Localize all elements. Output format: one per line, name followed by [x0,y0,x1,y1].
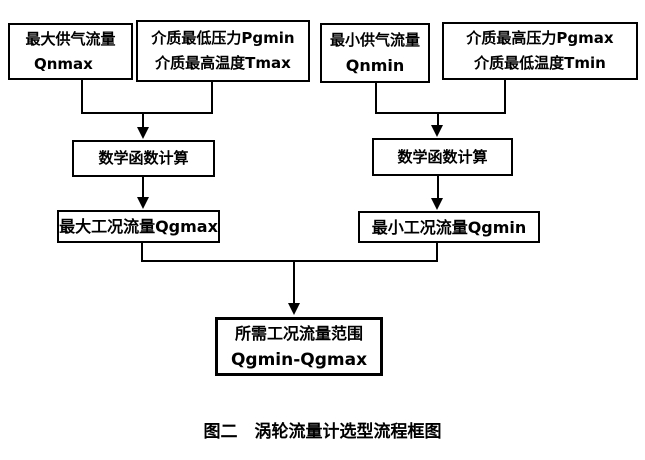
flow-line [375,112,506,114]
flow-line [141,243,143,262]
node-calc-right: 数学函数计算 [372,138,513,176]
flow-line [81,112,213,114]
flow-line [211,82,213,113]
flow-line [437,176,439,201]
node-pgmin-tmax: 介质最低压力Pgmin 介质最高温度Tmax [136,20,310,82]
node-label: Qnmax [34,54,93,73]
flow-line [142,112,144,128]
arrow-down-icon [431,198,443,210]
arrow-down-icon [137,127,149,139]
node-label: 介质最低温度Tmin [474,54,606,72]
node-label: Qnmin [345,56,405,75]
node-pgmax-tmin: 介质最高压力Pgmax 介质最低温度Tmin [442,22,638,80]
node-label: 数学函数计算 [98,149,189,167]
node-qgmax: 最大工况流量Qgmax [57,210,220,243]
flow-line [293,260,295,305]
flow-line [81,80,83,113]
node-label: 最小供气流量 [329,31,420,49]
node-result-range: 所需工况流量范围 Qgmin-Qgmax [215,317,383,376]
node-label: Qgmin-Qgmax [230,349,368,370]
node-calc-left: 数学函数计算 [72,140,215,177]
node-label: 数学函数计算 [397,147,488,166]
arrow-down-icon [137,197,149,209]
node-label: 最大工况流量Qgmax [59,217,218,236]
figure-caption: 图二 涡轮流量计选型流程框图 [203,422,442,442]
flow-line [436,243,438,262]
node-label: 最大供气流量 [25,29,116,48]
flow-line [504,80,506,113]
flow-line [141,260,438,262]
node-qnmax: 最大供气流量 Qnmax [8,23,133,80]
node-label: 最小工况流量Qgmin [371,217,527,237]
flow-line [437,112,439,126]
flow-line [375,83,377,113]
arrow-down-icon [288,303,300,315]
node-qgmin: 最小工况流量Qgmin [358,211,540,243]
flow-line [142,177,144,200]
node-label: 介质最高温度Tmax [155,54,291,72]
node-label: 介质最低压力Pgmin [151,29,295,47]
node-label: 介质最高压力Pgmax [466,29,614,47]
node-qnmin: 最小供气流量 Qnmin [320,23,430,83]
arrow-down-icon [431,125,443,137]
node-label: 所需工况流量范围 [234,323,363,343]
